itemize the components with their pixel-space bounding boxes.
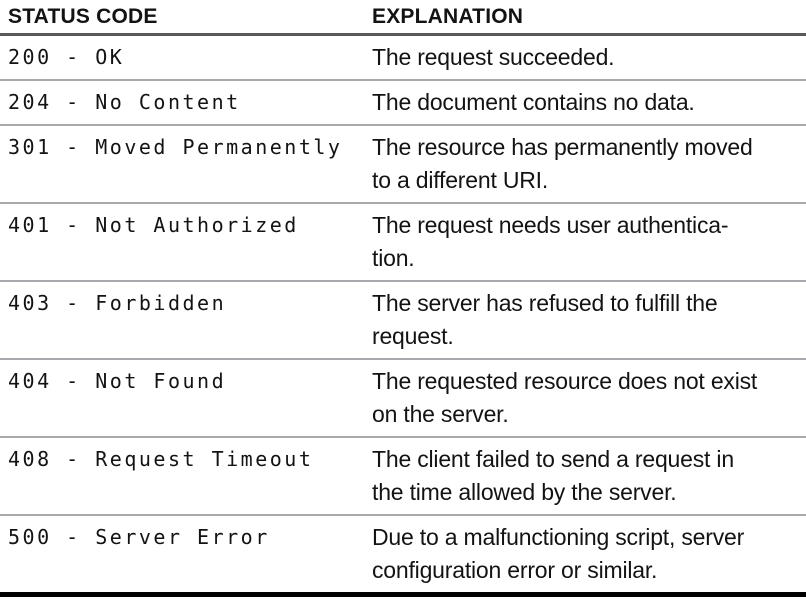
explanation-line: to a different URI. <box>372 167 549 193</box>
explanation-line: The request needs user authentica- <box>372 212 729 238</box>
table-row: 500 - Server Error Due to a malfunctioni… <box>0 514 806 592</box>
explanation-line: The client failed to send a request in <box>372 446 734 472</box>
explanation-cell: The resource has permanently moved to a … <box>372 131 806 197</box>
explanation-cell: The document contains no data. <box>372 86 806 119</box>
explanation-line: configuration error or similar. <box>372 557 658 583</box>
explanation-line: the time allowed by the server. <box>372 479 677 505</box>
explanation-line: tion. <box>372 245 415 271</box>
table-row: 404 - Not Found The requested resource d… <box>0 358 806 436</box>
table-row: 403 - Forbidden The server has refused t… <box>0 280 806 358</box>
explanation-cell: Due to a malfunctioning script, server c… <box>372 521 806 587</box>
status-code-cell: 404 - Not Found <box>8 369 227 393</box>
status-code-cell: 500 - Server Error <box>8 525 270 549</box>
explanation-line: The document contains no data. <box>372 89 695 115</box>
explanation-cell: The request succeeded. <box>372 41 806 74</box>
table-row: 204 - No Content The document contains n… <box>0 79 806 124</box>
table-row: 401 - Not Authorized The request needs u… <box>0 202 806 280</box>
column-header-explanation: EXPLANATION <box>372 5 524 28</box>
explanation-cell: The server has refused to fulfill the re… <box>372 287 806 353</box>
status-code-cell: 408 - Request Timeout <box>8 447 314 471</box>
explanation-line: Due to a malfunctioning script, server <box>372 524 745 550</box>
status-code-cell: 301 - Moved Permanently <box>8 135 343 159</box>
explanation-line: The requested resource does not exist <box>372 368 758 394</box>
explanation-cell: The requested resource does not exist on… <box>372 365 806 431</box>
status-code-cell: 403 - Forbidden <box>8 291 227 315</box>
table-row: 408 - Request Timeout The client failed … <box>0 436 806 514</box>
explanation-line: on the server. <box>372 401 509 427</box>
table-row: 301 - Moved Permanently The resource has… <box>0 124 806 202</box>
status-code-cell: 200 - OK <box>8 45 125 69</box>
explanation-cell: The request needs user authentica- tion. <box>372 209 806 275</box>
explanation-line: The resource has permanently moved <box>372 134 753 160</box>
status-code-cell: 204 - No Content <box>8 90 241 114</box>
explanation-line: The server has refused to fulfill the <box>372 290 718 316</box>
column-header-status-code: STATUS CODE <box>8 5 158 28</box>
status-code-cell: 401 - Not Authorized <box>8 213 299 237</box>
explanation-cell: The client failed to send a request in t… <box>372 443 806 509</box>
table-header-row: STATUS CODE EXPLANATION <box>0 0 806 34</box>
explanation-line: request. <box>372 323 454 349</box>
table-row: 200 - OK The request succeeded. <box>0 34 806 79</box>
explanation-line: The request succeeded. <box>372 44 615 70</box>
